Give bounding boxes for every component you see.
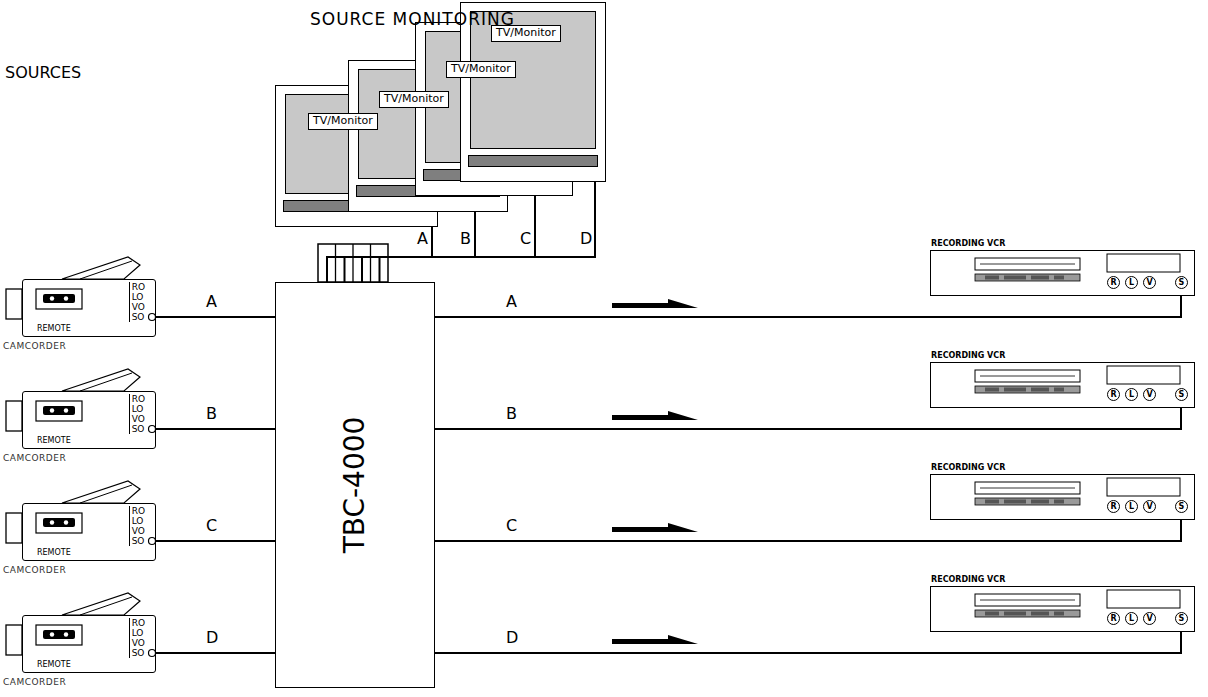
monitor-label: TV/Monitor — [491, 25, 561, 42]
signal-letter: D — [505, 629, 519, 647]
vcr-box: RECORDING VCRRLVS — [930, 474, 1195, 520]
monitor-label: TV/Monitor — [308, 113, 378, 130]
cable — [156, 540, 275, 542]
cable — [435, 296, 1181, 317]
cable — [435, 632, 1181, 653]
camcorder-box: RO LO VO SOREMOTECAMCORDER — [22, 279, 156, 337]
diagram-title: SOURCE MONITORING — [310, 10, 515, 30]
jack-letter: S — [1175, 500, 1188, 513]
tbc-box: TBC-4000 — [275, 282, 435, 688]
device-caption: RECORDING VCR — [931, 351, 1005, 360]
signal-letter: A — [416, 230, 429, 248]
jack-letter: R — [1107, 276, 1120, 289]
remote-label: REMOTE — [37, 548, 71, 557]
device-caption: CAMCORDER — [3, 565, 66, 575]
vcr-box: RECORDING VCRRLVS — [930, 250, 1195, 296]
remote-label: REMOTE — [37, 436, 71, 445]
jack-letter: R — [1107, 500, 1120, 513]
remote-label: REMOTE — [37, 660, 71, 669]
jack-names: RO LO VO SO — [129, 282, 145, 322]
device-caption: CAMCORDER — [3, 453, 66, 463]
jack-names: RO LO VO SO — [129, 506, 145, 546]
signal-letter: D — [579, 230, 593, 248]
flow-arrow — [612, 523, 698, 532]
signal-letter: C — [519, 230, 532, 248]
jack-names: RO LO VO SO — [129, 394, 145, 434]
device-name: TBC-4000 — [339, 417, 371, 554]
jack-letter: V — [1143, 500, 1156, 513]
flow-arrow — [612, 635, 698, 644]
device-caption: CAMCORDER — [3, 677, 66, 687]
signal-letter: A — [205, 293, 218, 311]
signal-letter: A — [505, 293, 518, 311]
signal-letter: C — [505, 517, 518, 535]
remote-label: REMOTE — [37, 324, 71, 333]
jack-letter: R — [1107, 612, 1120, 625]
jack-letter: S — [1175, 276, 1188, 289]
jack-names: RO LO VO SO — [129, 618, 145, 658]
cable — [156, 428, 275, 430]
vcr-box: RECORDING VCRRLVS — [930, 362, 1195, 408]
camcorder-box: RO LO VO SOREMOTECAMCORDER — [22, 391, 156, 449]
jack-letter: L — [1125, 612, 1138, 625]
camcorder-box: RO LO VO SOREMOTECAMCORDER — [22, 615, 156, 673]
jack-letter: L — [1125, 388, 1138, 401]
jack-letter: V — [1143, 388, 1156, 401]
jack-letter: L — [1125, 276, 1138, 289]
jack-letter: S — [1175, 612, 1188, 625]
cable — [435, 520, 1181, 541]
jack-letter: V — [1143, 612, 1156, 625]
device-caption: RECORDING VCR — [931, 575, 1005, 584]
monitor-bar — [468, 155, 598, 167]
monitor-plug — [318, 244, 388, 282]
jack-letter: V — [1143, 276, 1156, 289]
flow-arrow — [612, 411, 698, 420]
monitor-label: TV/Monitor — [379, 91, 449, 108]
jack-letter: R — [1107, 388, 1120, 401]
signal-letter: B — [505, 405, 518, 423]
signal-letter: C — [205, 517, 218, 535]
cable — [156, 316, 275, 318]
monitor-label: TV/Monitor — [446, 61, 516, 78]
section-label: SOURCES — [5, 64, 81, 82]
device-caption: RECORDING VCR — [931, 463, 1005, 472]
jack-letter: L — [1125, 500, 1138, 513]
cable — [156, 652, 275, 654]
jack-letter: S — [1175, 388, 1188, 401]
flow-arrow — [612, 299, 698, 308]
signal-letter: D — [205, 629, 219, 647]
cable — [435, 408, 1181, 429]
device-caption: CAMCORDER — [3, 341, 66, 351]
signal-letter: B — [459, 230, 472, 248]
signal-letter: B — [205, 405, 218, 423]
camcorder-box: RO LO VO SOREMOTECAMCORDER — [22, 503, 156, 561]
vcr-box: RECORDING VCRRLVS — [930, 586, 1195, 632]
device-caption: RECORDING VCR — [931, 239, 1005, 248]
